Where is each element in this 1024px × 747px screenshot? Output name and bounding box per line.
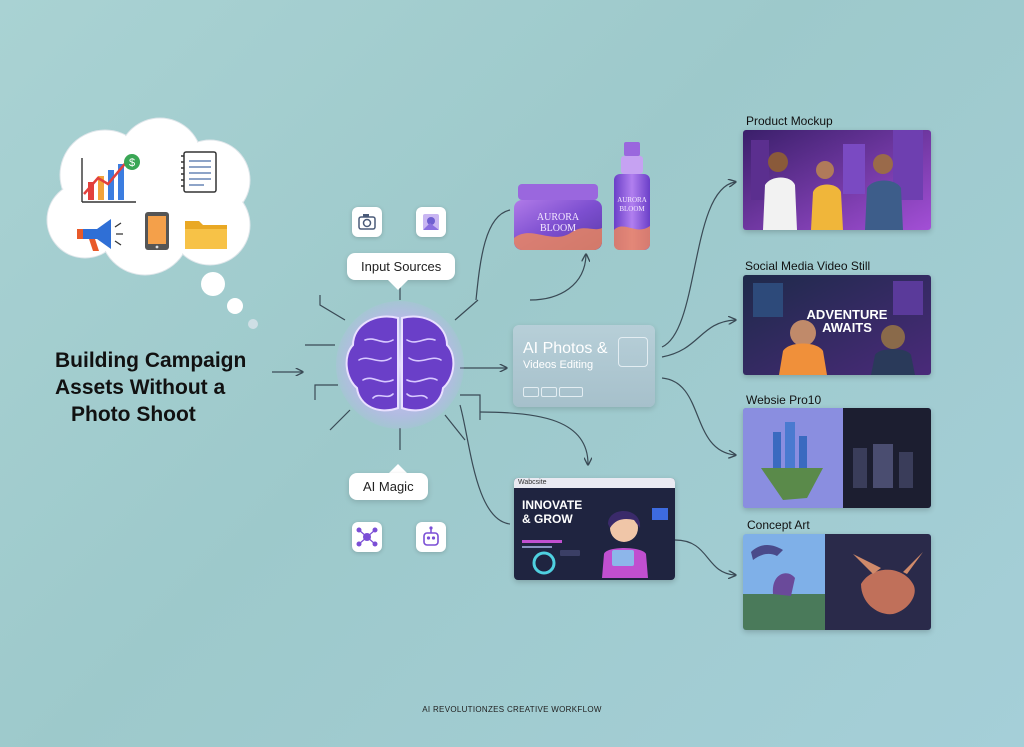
robot-icon [416, 522, 446, 552]
arrow-to-social-still [661, 320, 735, 358]
title-line-3: Photo Shoot [71, 403, 196, 426]
growth-chart-icon: $ [81, 154, 140, 203]
title-line-1: Building Campaign [55, 349, 247, 372]
tool-button-2[interactable] [541, 387, 557, 397]
website-illustration [522, 508, 668, 578]
notepad-icon [181, 151, 217, 193]
tool-button-1[interactable] [523, 387, 539, 397]
website-headline-2: & GROW [522, 512, 573, 526]
social-overlay-line2: AWAITS [822, 320, 872, 335]
page-title: Building Campaign Assets Without a Photo… [55, 347, 246, 428]
ai-editing-panel: AI Photos & Videos Editing [513, 325, 655, 407]
output-label-concept-art: Concept Art [747, 518, 810, 532]
input-sources-label: Input Sources [347, 253, 456, 280]
tool-button-3[interactable] [559, 387, 583, 397]
product-bottle: AURORA BLOOM [614, 142, 650, 250]
output-label-product-mockup: Product Mockup [746, 114, 833, 128]
face-scan-icon [618, 337, 648, 367]
website-pro-image [743, 408, 931, 508]
website-preview-panel: Wabcsite INNOVATE & GROW [514, 478, 675, 580]
arrow-brain-to-product [475, 209, 511, 301]
arrow-website-to-concept [674, 539, 735, 575]
website-headline-1: INNOVATE [522, 498, 583, 512]
camera-icon [352, 207, 382, 237]
editing-panel-title: AI Photos & [523, 340, 608, 357]
title-line-2: Assets Without a [55, 376, 226, 399]
input-sources-pointer [388, 280, 408, 290]
jar-label-line1: AURORA [537, 212, 580, 223]
megaphone-icon [77, 219, 123, 251]
arrow-to-website-pro [661, 377, 735, 455]
arrow-brain-to-website [459, 404, 511, 525]
image-icon [416, 207, 446, 237]
thought-cloud: $ [45, 115, 260, 290]
smartphone-icon [145, 212, 169, 250]
bottle-label-line1: AURORA [617, 196, 647, 204]
network-icon [352, 522, 382, 552]
cloud-shape [46, 117, 251, 276]
arrow-to-product-mockup [661, 182, 735, 348]
arrow-editing-down [479, 411, 588, 464]
arrow-brain-to-bottle [529, 255, 586, 301]
product-jar: AURORA BLOOM [514, 184, 602, 250]
folder-icon [185, 221, 227, 249]
bottle-label-line2: BLOOM [619, 205, 645, 213]
output-label-social-still: Social Media Video Still [745, 259, 871, 273]
svg-text:$: $ [129, 157, 135, 169]
ai-brain-icon [336, 301, 464, 429]
output-label-website-pro: Websie Pro10 [746, 393, 822, 407]
website-bar-text: Wabcsite [514, 478, 675, 488]
ai-magic-pointer [388, 464, 408, 474]
product-mockup-image [743, 130, 931, 230]
ai-magic-label: AI Magic [349, 473, 428, 500]
social-overlay-line1: ADVENTURE [807, 307, 888, 322]
cloud-tail-bubbles [201, 272, 258, 329]
social-media-still-image: ADVENTURE AWAITS [743, 275, 931, 375]
concept-art-image [743, 534, 931, 630]
jar-label-line2: BLOOM [540, 223, 576, 234]
editing-panel-subtitle: Videos Editing [523, 359, 594, 371]
footer-caption: AI REVOLUTIONZES CREATIVE WORKFLOW [422, 705, 602, 714]
